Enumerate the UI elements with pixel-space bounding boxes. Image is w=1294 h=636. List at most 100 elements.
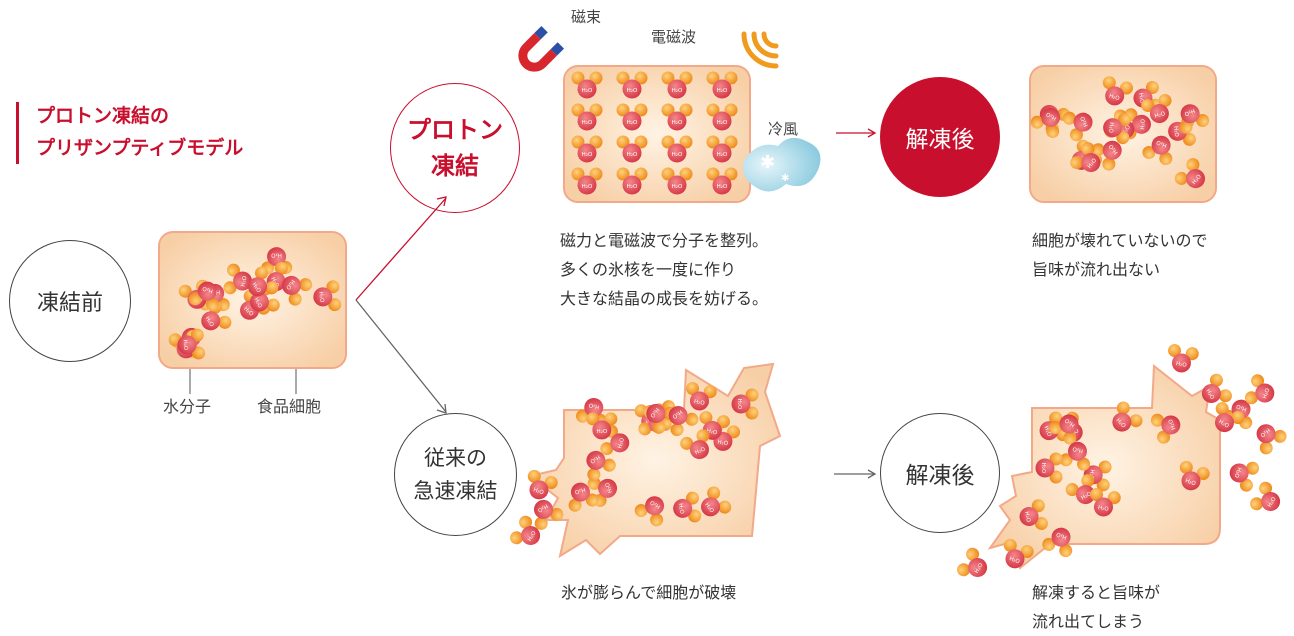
svg-text:H₂O: H₂O (717, 184, 728, 190)
water-molecule: H₂O (661, 167, 693, 195)
svg-text:H₂O: H₂O (1175, 361, 1187, 369)
svg-text:H₂O: H₂O (1045, 110, 1058, 121)
arrowhead-conventional (436, 403, 447, 414)
water-molecule: H₂O (571, 167, 603, 195)
water-molecule: H₂O (313, 280, 342, 312)
cell-conventional-ruptured (527, 362, 782, 559)
svg-text:H₂O: H₂O (648, 406, 660, 419)
svg-text:H₂O: H₂O (201, 284, 214, 293)
svg-text:H₂O: H₂O (532, 487, 545, 497)
water-molecule-label: 水分子 (163, 397, 212, 416)
svg-text:H₂O: H₂O (1172, 126, 1179, 138)
svg-text:H₂O: H₂O (1097, 505, 1109, 513)
svg-text:H₂O: H₂O (627, 184, 638, 190)
water-molecule: H₂O (586, 450, 616, 481)
water-molecule: H₂O (1250, 481, 1281, 511)
svg-text:H₂O: H₂O (1262, 387, 1272, 400)
title-line-1: プロトン凍結の (36, 105, 170, 127)
svg-text:H₂O: H₂O (1155, 138, 1168, 148)
svg-text:H₂O: H₂O (270, 252, 281, 258)
svg-text:H₂O: H₂O (706, 428, 718, 436)
electromagnetic-wave-label: 電磁波 (651, 28, 697, 46)
svg-text:H₂O: H₂O (1040, 463, 1046, 474)
water-molecule: H₂O (616, 71, 648, 99)
water-molecule: H₂O (661, 71, 693, 99)
water-molecule: H₂O (706, 167, 738, 195)
svg-text:H₂O: H₂O (672, 120, 683, 126)
water-molecule: H₂O (706, 103, 738, 131)
svg-text:H₂O: H₂O (1154, 111, 1167, 120)
svg-text:H₂O: H₂O (317, 291, 324, 303)
water-molecule: H₂O (586, 412, 618, 440)
arrow-to-proton (355, 197, 447, 301)
water-molecule: H₂O (248, 266, 279, 297)
conventional-freezing-circle: 従来の 急速凍結 (394, 413, 517, 536)
svg-text:H₂O: H₂O (527, 530, 538, 543)
water-molecule: H₂O (1019, 499, 1048, 530)
magnet-icon (518, 25, 565, 72)
svg-text:H₂O: H₂O (617, 437, 626, 450)
magnetic-flux-label: 磁束 (571, 8, 602, 26)
water-molecule: H₂O (706, 135, 738, 163)
cell-proton (563, 65, 751, 203)
svg-text:H₂O: H₂O (717, 88, 728, 94)
svg-text:H₂O: H₂O (588, 401, 600, 409)
svg-text:H₂O: H₂O (677, 503, 684, 515)
proton-thawed-circle: 解凍後 (880, 77, 1000, 197)
water-molecule: H₂O (1059, 441, 1091, 471)
svg-text:H₂O: H₂O (703, 502, 715, 515)
food-cell-label: 食品細胞 (257, 397, 322, 416)
water-molecule: H₂O (1215, 402, 1245, 433)
water-molecule: H₂O (510, 515, 541, 545)
svg-text:H₂O: H₂O (1108, 142, 1120, 155)
water-molecule: H₂O (661, 103, 693, 131)
connectors (189, 128, 877, 479)
radio-wave-icon (741, 31, 779, 69)
svg-text:H₂O: H₂O (1080, 491, 1093, 502)
proton-thaw-caption: 細胞が壊れていないので 旨味が流れ出ない (1032, 231, 1208, 279)
water-molecule: H₂O (1065, 474, 1095, 505)
water-molecule: H₂O (1048, 414, 1079, 445)
conventional-thawed-circle: 解凍後 (880, 413, 1000, 533)
svg-text:H₂O: H₂O (253, 297, 263, 310)
water-molecule: H₂O (1070, 142, 1101, 173)
water-molecule: H₂O (1142, 135, 1173, 166)
water-molecule: H₂O (616, 167, 648, 195)
water-molecule: H₂O (223, 263, 253, 295)
svg-text:H₂O: H₂O (284, 278, 296, 291)
water-molecule: H₂O (616, 135, 648, 163)
water-molecule: H₂O (668, 405, 699, 437)
water-molecule: H₂O (1030, 107, 1061, 138)
water-molecule: H₂O (1112, 401, 1143, 432)
water-molecule: H₂O (1042, 527, 1073, 558)
svg-text:✱: ✱ (760, 152, 775, 173)
water-molecule: H₂O (188, 281, 219, 311)
water-molecule: H₂O (731, 388, 759, 420)
water-molecule: H₂O (1090, 488, 1121, 517)
water-molecule: H₂O (600, 424, 630, 456)
svg-text:H₂O: H₂O (582, 184, 593, 190)
cold-air-label: 冷風 (768, 120, 799, 138)
svg-text:H₂O: H₂O (1217, 419, 1230, 430)
water-molecule: H₂O (673, 491, 702, 523)
water-molecule: H₂O (281, 275, 313, 306)
water-molecule: H₂O (1174, 158, 1206, 189)
svg-text:H₂O: H₂O (1064, 416, 1077, 428)
svg-text:H₂O: H₂O (1168, 418, 1178, 431)
svg-text:H₂O: H₂O (627, 120, 638, 126)
svg-text:H₂O: H₂O (1232, 466, 1242, 479)
svg-text:H₂O: H₂O (672, 152, 683, 158)
water-molecule: H₂O (634, 496, 665, 527)
title-accent-bar (16, 102, 19, 164)
svg-text:H₂O: H₂O (605, 481, 614, 494)
proton-freeze-caption: 磁力と電磁波で分子を整列。 多くの氷核を一度に作り 大きな結晶の成長を妨げる。 (560, 231, 769, 308)
svg-text:H₂O: H₂O (627, 88, 638, 94)
water-molecule: H₂O (177, 328, 206, 360)
water-molecule: H₂O (957, 547, 988, 577)
arrowhead-proton-thaw (867, 128, 877, 138)
water-molecule: H₂O (571, 71, 603, 99)
water-molecule: H₂O (1035, 452, 1063, 484)
water-molecule: H₂O (571, 103, 603, 131)
arrow-to-conventional (355, 299, 447, 413)
